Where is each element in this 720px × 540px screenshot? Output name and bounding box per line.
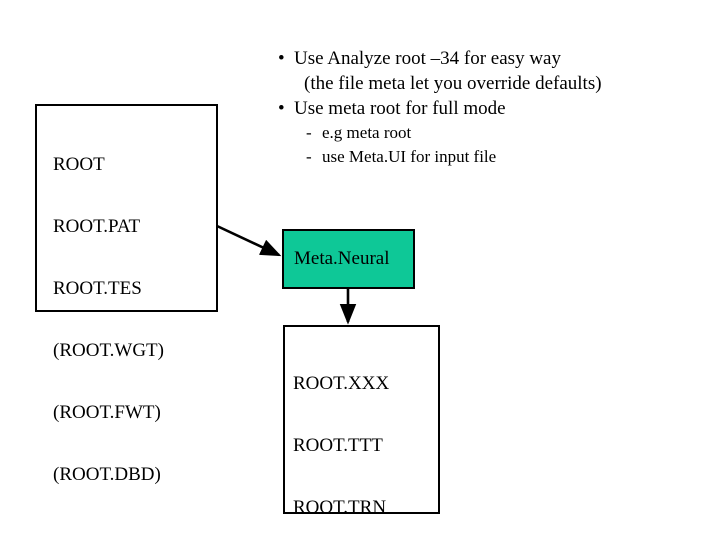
bullet-text: Use meta root for full mode — [294, 98, 506, 119]
list-item: (ROOT.WGT) — [53, 340, 164, 361]
metaneural-process-box: Meta.Neural — [282, 229, 415, 289]
bullet-text: use Meta.UI for input file — [322, 147, 497, 166]
metaneural-label: Meta.Neural — [294, 248, 390, 269]
bullet-item-1: • Use Analyze root –34 for easy way — [278, 46, 708, 71]
bullet-item-2: • Use meta root for full mode — [278, 96, 708, 121]
sub-bullet-item-2: -use Meta.UI for input file — [278, 145, 708, 169]
sub-bullet-item-1: -e.g meta root — [278, 121, 708, 145]
list-item: ROOT.TRN — [293, 497, 387, 518]
list-item: ROOT.TES — [53, 278, 142, 299]
input-files-list: ROOT ROOT.PAT ROOT.TES (ROOT.WGT) (ROOT.… — [53, 116, 164, 524]
list-item: ROOT — [53, 154, 105, 175]
dash-marker-icon: - — [306, 123, 312, 142]
bullet-text: Use Analyze root –34 for easy way — [294, 48, 561, 69]
input-files-box: ROOT ROOT.PAT ROOT.TES (ROOT.WGT) (ROOT.… — [35, 104, 218, 485]
bullet-marker-icon: • — [278, 98, 285, 119]
dash-marker-icon: - — [306, 147, 312, 166]
list-item: (ROOT.FWT) — [53, 402, 161, 423]
bullet-marker-icon: • — [278, 48, 285, 69]
output-files-box: ROOT.XXX ROOT.TTT ROOT.TRN (ROOT.DBD) RO… — [283, 325, 440, 518]
list-item: (ROOT.DBD) — [53, 464, 161, 485]
output-files-list: ROOT.XXX ROOT.TTT ROOT.TRN (ROOT.DBD) RO… — [293, 335, 401, 540]
bullet-list: • Use Analyze root –34 for easy way (the … — [278, 46, 708, 169]
arrow-left-to-metaneural — [216, 224, 282, 257]
bullet-text: e.g meta root — [322, 123, 412, 142]
list-item: ROOT.TTT — [293, 435, 383, 456]
bullet-text: (the file meta let you override defaults… — [304, 73, 602, 94]
list-item: ROOT.PAT — [53, 216, 141, 237]
bullet-item-1-continuation: (the file meta let you override defaults… — [278, 71, 708, 96]
list-item: ROOT.XXX — [293, 373, 390, 394]
